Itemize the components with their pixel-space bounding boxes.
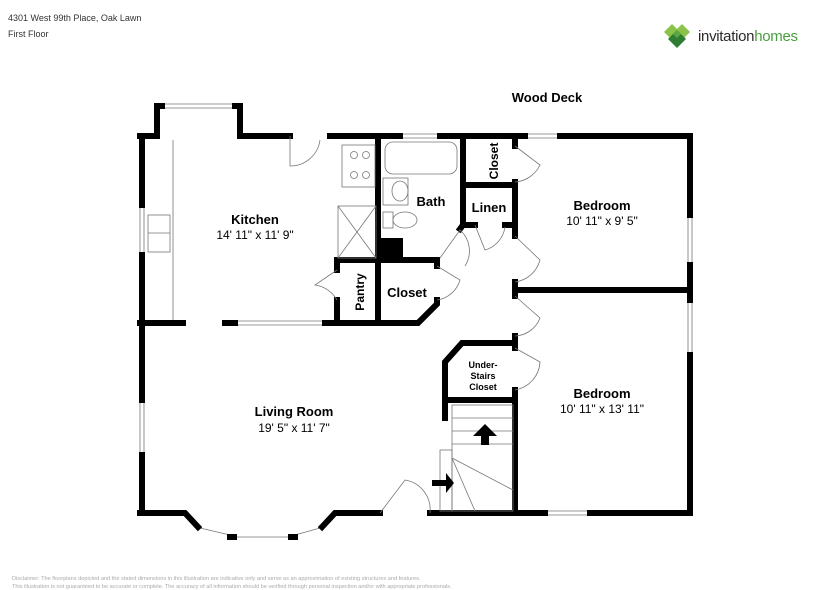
kitchen-sink [147,214,171,253]
bedroom2-size: 10' 11" x 13' 11" [560,402,644,416]
under-stairs-label-1: Under- [469,360,498,370]
bedroom2-label: Bedroom [573,386,630,401]
floor-label: First Floor [8,29,49,39]
bedroom1-size: 10' 11" x 9' 5" [566,214,638,228]
door-swings [289,136,541,514]
pantry-label: Pantry [353,273,367,311]
living-room-label: Living Room [255,404,334,419]
stairs-right-arrow-icon [446,473,454,493]
closet-mid-label: Closet [387,285,427,300]
walls [137,103,693,540]
invitation-homes-logo: invitationhomes [664,22,798,50]
disclaimer-line-1: Disclaimer: The floorplans depicted and … [12,576,421,582]
logo-diamond-icon [664,24,690,48]
toilet [392,211,418,229]
wood-deck-label: Wood Deck [512,90,583,105]
fridge [337,205,377,259]
labels: Wood Deck Kitchen 14' 11" x 11' 9" Bath … [216,90,644,435]
logo-text-invitation: invitation [698,27,755,45]
stairs-up-arrow-icon [473,424,497,445]
bedroom1-label: Bedroom [573,198,630,213]
fixtures [147,140,514,512]
linen-label: Linen [472,200,507,215]
under-stairs-label-2: Stairs [470,371,495,381]
property-address: 4301 West 99th Place, Oak Lawn [8,13,142,23]
kitchen-size: 14' 11" x 11' 9" [216,228,293,242]
kitchen-label: Kitchen [231,212,279,227]
windows [139,103,693,538]
stairs [451,404,514,512]
logo-text-homes: homes [754,27,798,45]
stove [341,144,376,188]
living-room-size: 19' 5" x 11' 7" [258,421,330,435]
under-stairs-label-3: Closet [469,382,497,392]
bathtub [384,141,458,175]
bath-label: Bath [417,194,446,209]
closet-top-label: Closet [487,143,501,180]
disclaimer-line-2: This illustration is not guaranteed to b… [12,584,452,590]
